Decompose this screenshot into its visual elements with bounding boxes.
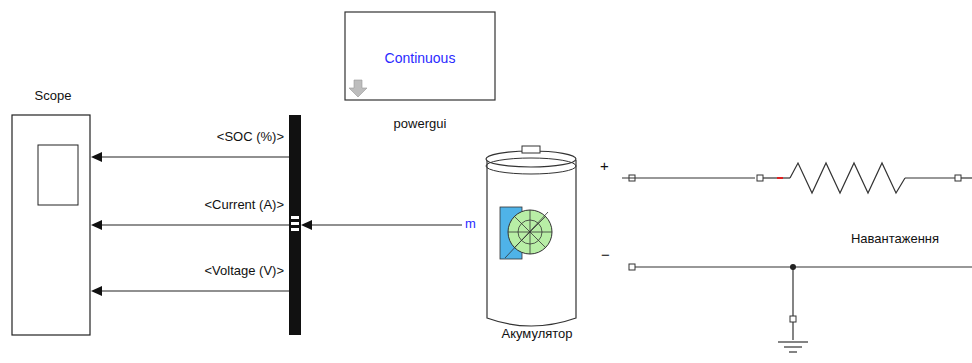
powergui-arrow (349, 80, 367, 97)
terminal-sign: + (600, 158, 609, 174)
mode-text: Continuous (345, 50, 495, 66)
signal-name: <Voltage (V)> (205, 263, 285, 279)
port-name: m (465, 216, 483, 232)
powergui-block (345, 12, 495, 100)
battery-symbol (486, 146, 576, 326)
block-name: Акумулятор (462, 326, 612, 342)
port-terminals (629, 175, 961, 270)
signal-lines (100, 157, 462, 291)
signal-arrowheads (91, 152, 312, 296)
block-name: Навантаження (825, 231, 965, 247)
ground-port (790, 316, 796, 322)
resistor-symbol (763, 163, 972, 193)
signal-name: <Current (A)> (205, 197, 284, 213)
signal-name: <SOC (%)> (217, 129, 284, 145)
bus-mark (291, 228, 299, 231)
bus-mark (291, 222, 299, 225)
terminal-sign: − (601, 247, 610, 263)
polarity-mark (777, 177, 783, 179)
block-name: powergui (345, 116, 495, 132)
battery-block: mАкумулятор (462, 140, 622, 350)
powergui-block: Continuous powergui (345, 12, 497, 138)
bus-selector (289, 115, 301, 335)
wire (622, 177, 755, 178)
resistor-load: Навантаження (755, 160, 965, 252)
block-name: Scope (8, 88, 98, 104)
bus-mark (291, 216, 299, 219)
scope-screen (38, 145, 78, 205)
junction-dot (790, 264, 796, 270)
ground-wire (635, 267, 972, 352)
scope-block: Scope (8, 86, 98, 338)
scope-block (12, 115, 90, 335)
